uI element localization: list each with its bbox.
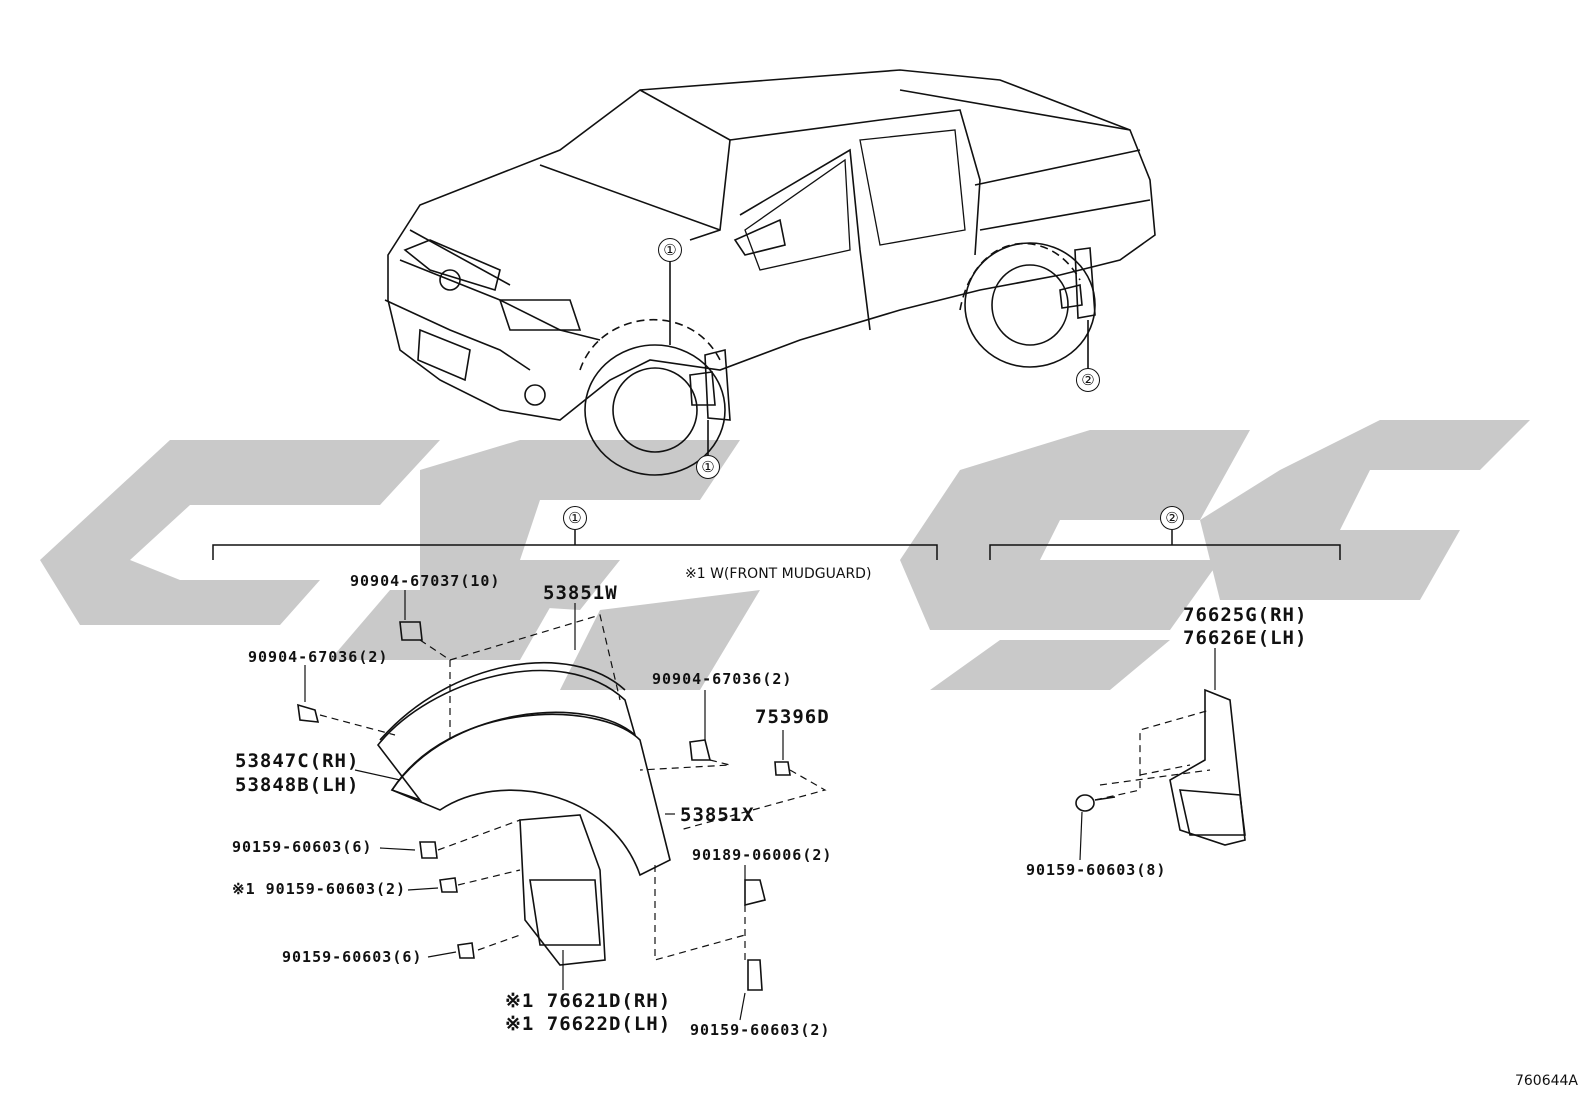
pointer-lines (304, 590, 1216, 1021)
part-90904-67037[interactable]: 90904-67037(10) (350, 572, 501, 590)
callout-group-1: ① (563, 506, 587, 530)
part-90904-67036-left[interactable]: 90904-67036(2) (248, 648, 389, 666)
group1-note: ※1 W(FRONT MUDGUARD) (685, 566, 872, 582)
part-76622d[interactable]: ※1 76622D(LH) (505, 1013, 672, 1035)
callout-rear-mudguard: ② (1076, 368, 1100, 392)
part-90159-60603-e[interactable]: 90159-60603(8) (1026, 861, 1167, 879)
part-90904-67036-right[interactable]: 90904-67036(2) (652, 670, 793, 688)
group-brackets (212, 530, 1341, 560)
part-90189-06006[interactable]: 90189-06006(2) (692, 846, 833, 864)
callout-front-fender: ① (658, 238, 682, 262)
part-76626e[interactable]: 76626E(LH) (1183, 627, 1308, 649)
part-75396d[interactable]: 75396D (755, 706, 830, 728)
leader-lines (319, 614, 1211, 961)
callout-group-2: ② (1160, 506, 1184, 530)
part-53848b[interactable]: 53848B(LH) (235, 774, 360, 796)
part-90159-60603-d[interactable]: 90159-60603(2) (690, 1021, 831, 1039)
part-53851x[interactable]: 53851X (680, 804, 755, 826)
part-90159-60603-b[interactable]: ※1 90159-60603(2) (232, 880, 407, 898)
part-90159-60603-a[interactable]: 90159-60603(6) (232, 838, 373, 856)
part-76621d[interactable]: ※1 76621D(RH) (505, 990, 672, 1012)
part-90159-60603-c[interactable]: 90159-60603(6) (282, 948, 423, 966)
watermark-logo (40, 420, 1530, 690)
diagram-id: 760644A (1514, 1073, 1578, 1089)
fender-liner-components (297, 621, 1246, 991)
truck-drawing (384, 69, 1156, 476)
callout-front-mudguard: ① (696, 455, 720, 479)
part-53851w[interactable]: 53851W (543, 582, 618, 604)
part-76625g[interactable]: 76625G(RH) (1183, 604, 1308, 626)
part-53847c[interactable]: 53847C(RH) (235, 750, 360, 772)
